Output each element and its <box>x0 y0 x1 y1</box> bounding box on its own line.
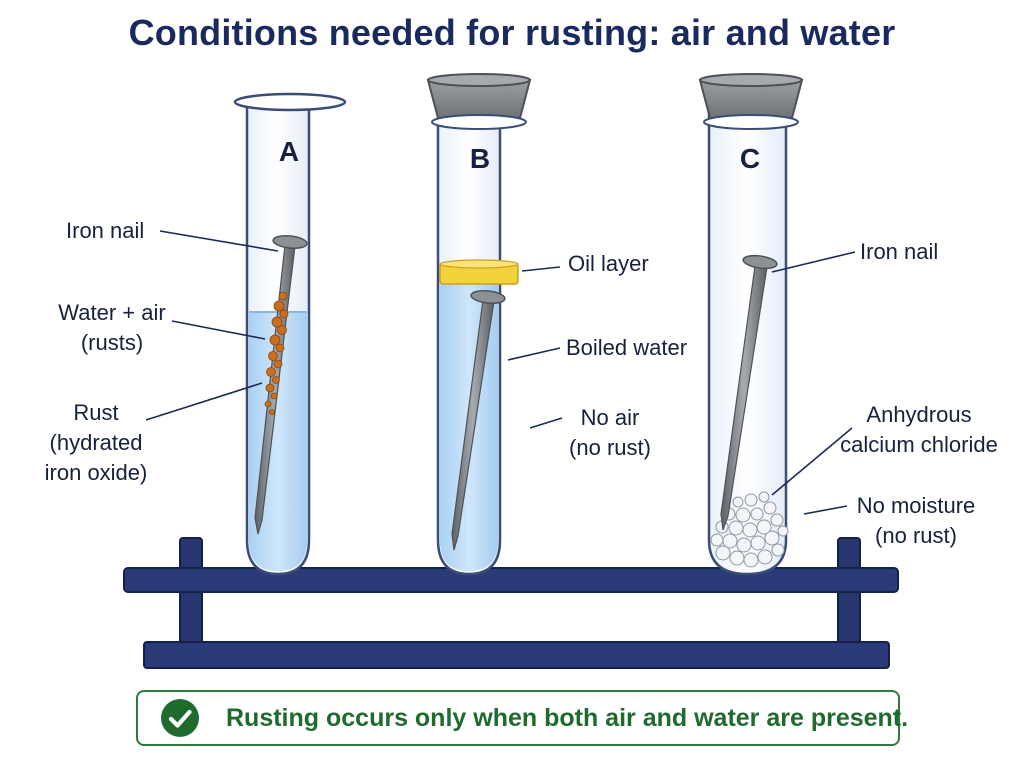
conclusion-box: Rusting occurs only when both air and wa… <box>136 690 908 746</box>
label-oil-layer: Oil layer <box>568 251 649 276</box>
tube-a-rim <box>233 92 347 112</box>
label-iron-nail-a: Iron nail <box>66 218 145 243</box>
label-water-air-line2: (rusts) <box>80 330 144 355</box>
tube-b-nail <box>451 290 506 551</box>
stand-post-left <box>179 537 203 651</box>
rust-patch <box>264 291 289 415</box>
label-calcium-chloride: Anhydrous calcium chloride <box>840 400 998 460</box>
check-circle-icon <box>161 699 199 737</box>
conclusion-text: Rusting occurs only when both air and wa… <box>226 704 909 732</box>
label-water-air-line1: Water + air <box>58 300 166 325</box>
leader-lines <box>145 230 856 515</box>
tube-a-letter: A <box>278 136 300 167</box>
label-no-moisture: No moisture (no rust) <box>848 491 984 551</box>
label-rust-line2: (hydrated <box>49 430 143 455</box>
stand-base <box>143 641 890 669</box>
label-no-air-line2: (no rust) <box>569 435 651 460</box>
label-no-moisture-line2: (no rust) <box>875 523 957 548</box>
label-iron-nail-c: Iron nail <box>860 239 939 264</box>
label-calcium-chloride-line2: calcium chloride <box>840 432 998 457</box>
stand-rail-top <box>123 567 899 593</box>
tube-a-nail <box>254 235 308 535</box>
tube-b-stopper <box>426 73 532 130</box>
tube-a <box>233 92 347 576</box>
tube-c <box>698 73 804 576</box>
tube-c-letter: C <box>739 143 761 174</box>
label-no-moisture-line1: No moisture <box>856 493 976 518</box>
stand-post-right <box>837 537 861 651</box>
label-boiled-water: Boiled water <box>566 335 688 360</box>
tube-b-letter: B <box>469 143 491 174</box>
label-no-air: No air (no rust) <box>560 403 660 463</box>
label-rust-line1: Rust <box>73 400 119 425</box>
tube-b <box>426 73 532 576</box>
label-no-air-line1: No air <box>580 405 640 430</box>
tube-c-stopper <box>698 73 804 130</box>
label-rust-line3: iron oxide) <box>44 460 148 485</box>
label-water-air: Water + air (rusts) <box>44 298 180 358</box>
page-title: Conditions needed for rusting: air and w… <box>128 12 896 53</box>
label-rust: Rust (hydrated iron oxide) <box>40 398 152 488</box>
tube-c-nail <box>720 254 778 531</box>
label-calcium-chloride-line1: Anhydrous <box>866 402 972 427</box>
stand <box>123 537 899 669</box>
calcium-chloride-pellets <box>710 491 789 568</box>
